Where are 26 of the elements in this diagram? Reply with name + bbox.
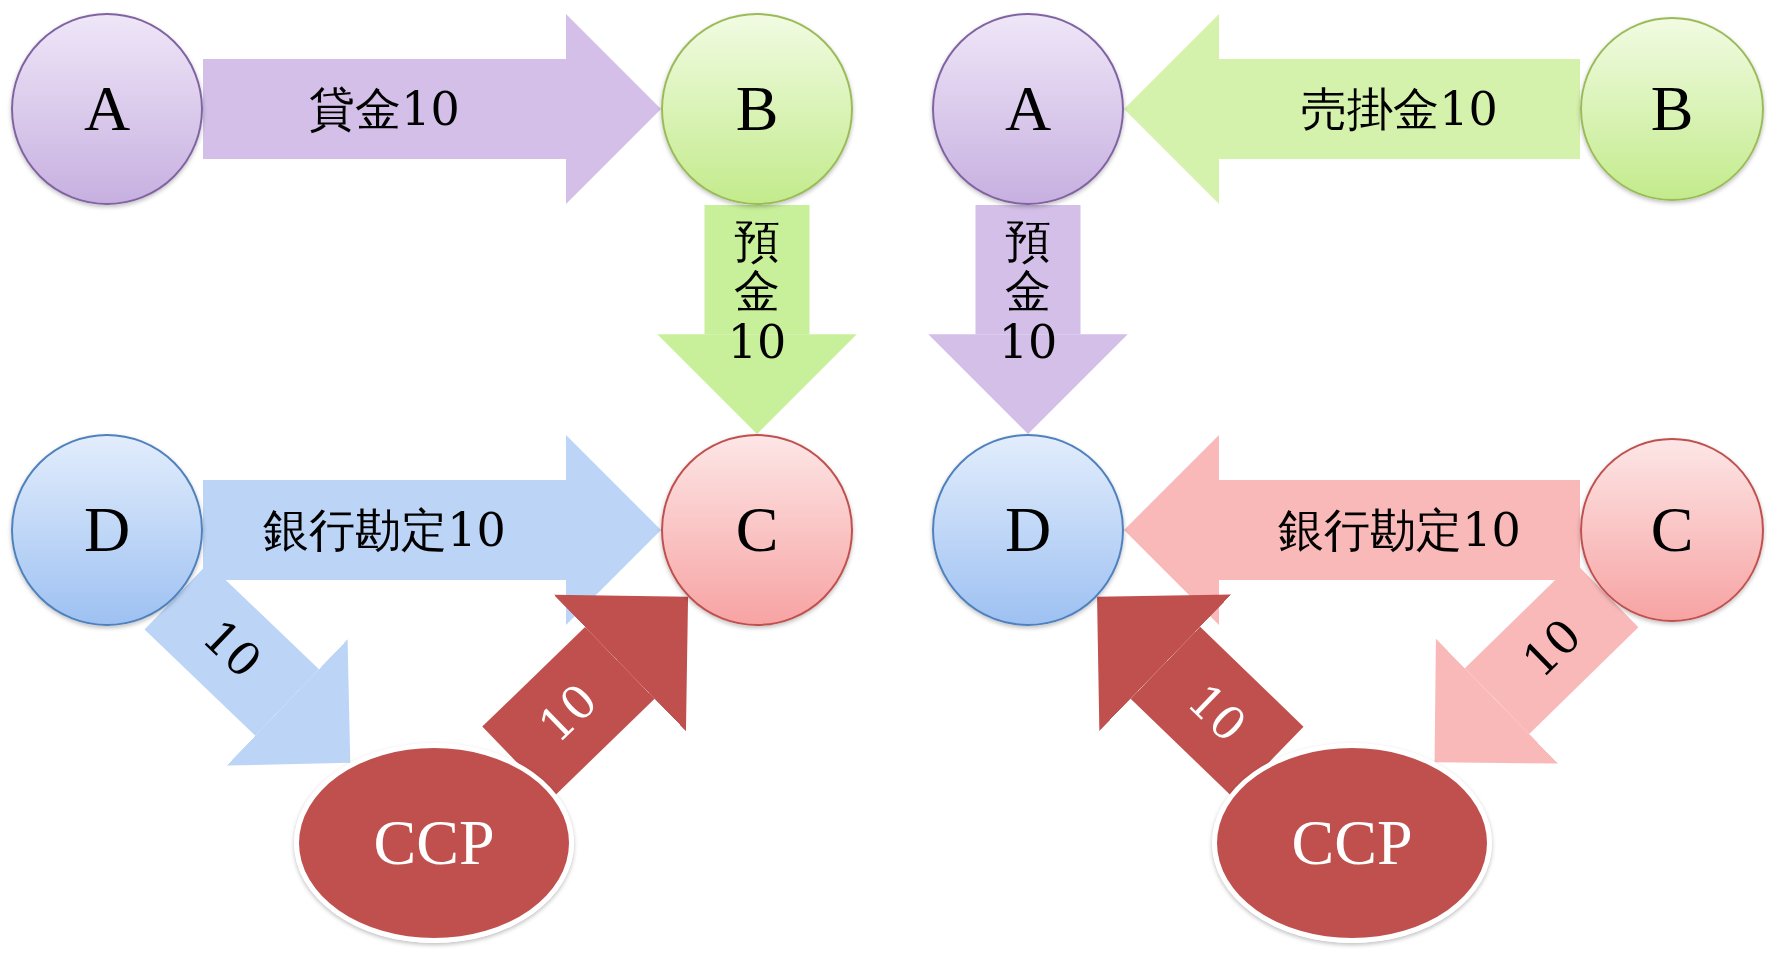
block-arrow [203,435,661,625]
block-arrow [657,205,857,434]
node-label: A [83,77,131,141]
node-label: D [83,498,131,562]
edge-label: 銀行勘定10 [1278,504,1521,556]
edge-label: 10 [193,610,271,688]
edge-label: 10 [1178,674,1256,752]
edge-label: 銀行勘定10 [263,504,506,556]
edge-label: 売掛金10 [1301,83,1498,135]
node-label: CCP [373,811,495,875]
block-arrow [1124,14,1580,204]
node-label: B [735,77,779,141]
edge-label: 預金10 [997,215,1059,368]
block-arrow [1124,435,1580,625]
edge-label: 10 [1513,609,1591,687]
node-label: D [1004,498,1052,562]
node-label: A [1004,77,1052,141]
block-arrow [203,14,661,204]
node-label: C [735,498,779,562]
edge-label: 貸金10 [309,83,460,135]
node-label: C [1650,498,1694,562]
edge-label: 預金10 [726,215,788,368]
node-label: B [1650,77,1694,141]
block-arrow [928,205,1128,434]
edge-label: 10 [529,674,608,752]
node-label: CCP [1291,811,1413,875]
